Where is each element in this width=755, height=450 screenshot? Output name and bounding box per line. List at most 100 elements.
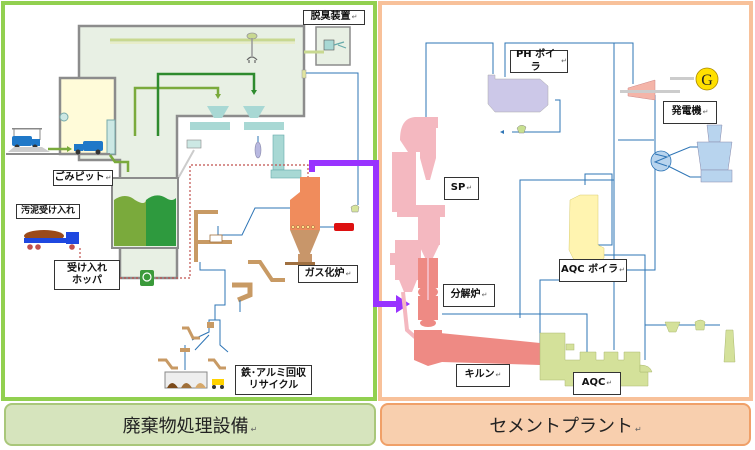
feed-hopper-1 — [207, 106, 229, 118]
blower-icon — [350, 204, 360, 213]
label-text: 発電機 — [671, 106, 702, 118]
truck-platform — [12, 128, 42, 130]
condenser-coil — [653, 153, 669, 167]
deodorizer-filter — [323, 39, 335, 51]
deodorizer-fan — [333, 41, 347, 49]
panel-title-text: 廃棄物処理設備 — [122, 415, 249, 437]
label-kiln: キルン↵ — [456, 364, 510, 387]
label-gasifier: ガス化炉↵ — [298, 265, 358, 283]
waste-flow-arrow-3 — [108, 154, 130, 172]
gasifier-base — [298, 254, 312, 262]
exhaust-port — [301, 69, 307, 79]
truck-scale — [8, 147, 50, 152]
waste-flow-arrowhead-2 — [251, 90, 257, 95]
label-ph-boiler: PH ボイラ↵ — [510, 49, 568, 73]
return-mark: ↵ — [495, 371, 502, 380]
air-nozzles — [291, 225, 315, 229]
ph-pump-icon — [516, 125, 527, 134]
generator-icon — [695, 67, 719, 91]
gasifier-discharge-conveyor — [285, 262, 315, 265]
ph-outlet-arrowhead — [500, 130, 504, 134]
return-mark: ↵ — [250, 425, 258, 434]
label-text: 受け入れ ホッパ — [67, 262, 107, 287]
waste-pile-dark — [146, 195, 176, 246]
sludge-mixer — [209, 234, 223, 243]
label-aqc: AQC↵ — [573, 372, 621, 395]
syngas-transfer-line — [309, 160, 398, 307]
label-metal-recovery: 鉄･アルミ回収 リサイクル — [235, 365, 312, 395]
label-sludge-intake: 汚泥受け入れ — [16, 204, 80, 219]
dust-collector-icon — [664, 321, 681, 333]
waste-flow-arrow-1 — [133, 86, 220, 136]
recycle-pile-other — [195, 383, 206, 388]
aqc-boiler — [568, 194, 605, 266]
waste-pile-light — [114, 196, 146, 246]
label-text: 汚泥受け入れ — [20, 205, 75, 216]
generator-symbol: G — [701, 72, 713, 89]
panel-title-text: セメントプラント — [489, 415, 633, 437]
waste-flow-arrowhead-1 — [215, 94, 221, 99]
recycle-pile-aluminum — [181, 383, 192, 388]
pit-door — [106, 119, 116, 155]
feeder-rollers — [186, 139, 202, 149]
exhaust-fan-icon — [694, 319, 706, 331]
crane-grab-icon — [246, 56, 258, 63]
generator-shaft — [670, 77, 694, 80]
label-text: SP — [450, 182, 466, 194]
gasifier-furnace — [290, 177, 320, 230]
gasifier-cone — [290, 230, 320, 254]
sludge-feed-line — [79, 164, 309, 279]
label-text: 分解炉 — [450, 289, 481, 301]
garbage-truck-icon — [74, 141, 103, 155]
label-calciner: 分解炉↵ — [443, 284, 495, 307]
return-mark: ↵ — [481, 291, 488, 300]
sludge-pump-icon — [140, 270, 154, 286]
loader-icon — [212, 379, 224, 389]
waste-panel-title: 廃棄物処理設備↵ — [4, 403, 376, 446]
label-garbage-pit: ごみピット↵ — [53, 170, 113, 186]
return-mark: ↵ — [105, 173, 112, 182]
metal-conveyor-2 — [158, 358, 226, 370]
sludge-truck-icon — [24, 230, 79, 250]
feed-chute-2 — [244, 122, 284, 130]
pit-window — [59, 112, 69, 122]
screw-feeder — [270, 169, 302, 179]
label-text: AQC — [581, 377, 606, 389]
return-mark: ↵ — [466, 184, 473, 193]
burner-icon — [334, 223, 354, 231]
label-text: ガス化炉 — [304, 267, 345, 279]
label-text: PH ボイラ — [515, 49, 556, 73]
ash-conveyor-2 — [232, 282, 253, 303]
return-mark: ↵ — [619, 266, 625, 275]
metal-separator-2 — [180, 348, 190, 352]
suspension-preheater — [390, 117, 445, 340]
kiln-return-pipe — [442, 313, 588, 357]
return-mark: ↵ — [606, 379, 613, 388]
cooling-tower — [706, 124, 723, 143]
label-aqc-boiler: AQC ボイラ↵ — [559, 259, 627, 282]
chimney-stack — [723, 329, 736, 363]
label-intake-hopper: 受け入れ ホッパ — [54, 260, 120, 290]
label-text: キルン — [464, 369, 495, 381]
turbine-shaft — [620, 90, 680, 93]
sludge-pump-rotor — [142, 272, 152, 282]
feed-chute-1 — [190, 122, 230, 130]
waste-flow-arrow-2 — [156, 72, 256, 136]
truck-flow-arrowhead — [67, 146, 72, 152]
blue-gas-pipe — [217, 207, 290, 236]
return-mark: ↵ — [351, 13, 358, 22]
label-sp: SP↵ — [444, 177, 479, 200]
additive-tank — [254, 141, 262, 159]
label-generator: 発電機↵ — [663, 101, 717, 124]
ph-boiler — [487, 74, 549, 113]
cooling-tower-basin — [700, 169, 733, 183]
return-mark: ↵ — [702, 108, 709, 117]
label-deodorizer: 脱臭装置↵ — [303, 10, 365, 25]
rotary-kiln — [440, 333, 540, 365]
label-text: ごみピット — [54, 171, 105, 183]
return-mark: ↵ — [634, 425, 642, 434]
cooling-tower-body — [696, 141, 733, 171]
cement-panel-title: セメントプラント↵ — [380, 403, 751, 446]
cement-panel-border — [378, 1, 753, 401]
